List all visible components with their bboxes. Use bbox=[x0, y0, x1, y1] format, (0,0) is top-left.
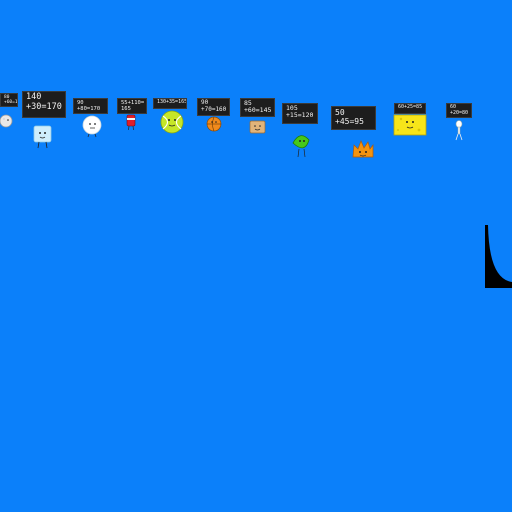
sign-line: +45=95 bbox=[335, 117, 364, 127]
score-sign: 60+25=85 bbox=[394, 103, 426, 114]
quarter-pipe-ramp bbox=[485, 225, 512, 288]
firey-icon bbox=[352, 140, 374, 158]
sign-line: +70=160 bbox=[201, 105, 227, 113]
woody-icon bbox=[249, 120, 266, 134]
score-sign: 105 +15=120 bbox=[282, 103, 318, 124]
sign-line: 140 bbox=[26, 92, 42, 102]
sign-line: +15=120 bbox=[286, 111, 314, 120]
sign-line: +60=10 bbox=[4, 100, 18, 106]
match-icon bbox=[455, 120, 463, 141]
spongy-icon bbox=[393, 114, 427, 136]
golf-ball-icon bbox=[0, 114, 13, 128]
sign-line: 90 bbox=[201, 99, 209, 106]
tennis-ball-icon bbox=[160, 110, 184, 134]
sign-line: +30=170 bbox=[26, 101, 62, 112]
sign-line: +80=170 bbox=[77, 106, 101, 113]
sign-line: 105 bbox=[286, 104, 298, 112]
score-sign: 90 +70=160 bbox=[197, 98, 230, 116]
ice-cube-icon bbox=[33, 125, 52, 149]
score-sign: 55+110= 165 bbox=[117, 98, 147, 114]
leafy-icon bbox=[292, 135, 310, 158]
sign-line: 90 bbox=[77, 100, 84, 106]
sign-line: 85 bbox=[244, 99, 252, 107]
score-sign: 90 +80=170 bbox=[73, 98, 108, 114]
score-sign: 85 +60=145 bbox=[240, 98, 275, 117]
sign-line: +20=80 bbox=[450, 109, 469, 116]
score-sign: 140 +30=170 bbox=[22, 91, 66, 118]
sign-line: 165 bbox=[121, 106, 131, 113]
coiny-icon bbox=[126, 114, 136, 131]
sign-line: 50 bbox=[335, 108, 345, 117]
snowball-icon bbox=[82, 115, 102, 138]
sign-line: +60=145 bbox=[244, 106, 272, 115]
score-sign: 130+35=165 bbox=[153, 98, 187, 109]
sign-line: 80 bbox=[4, 95, 10, 100]
sign-line: 130+35=165 bbox=[157, 99, 187, 105]
score-sign: 60 +20=80 bbox=[446, 103, 472, 118]
basketball-icon bbox=[206, 116, 222, 132]
sign-line: 60+25=85 bbox=[398, 104, 423, 110]
score-sign: 80 +60=10 bbox=[0, 93, 18, 107]
sign-line: 60 bbox=[450, 104, 457, 110]
score-sign: 50 +45=95 bbox=[331, 106, 376, 130]
sign-line: 55+110= bbox=[121, 100, 145, 106]
